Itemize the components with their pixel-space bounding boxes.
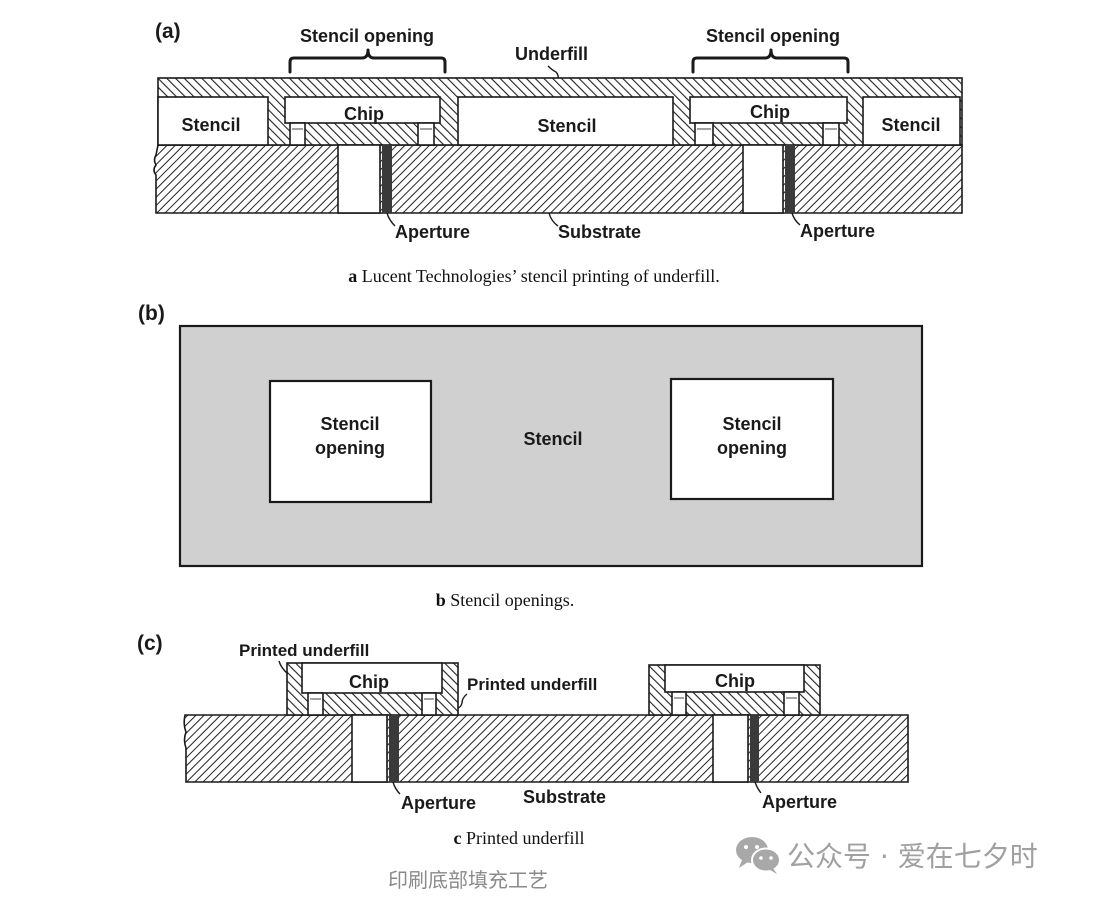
aperture-opening [337,144,381,214]
caption-c-letter: c [454,828,462,848]
aperture-label-c-right: Aperture [762,792,837,812]
stencil-label-right: Stencil [881,115,940,135]
stencil-opening-right [669,377,835,501]
footer: 印刷底部填充工艺 公众号 · 爱在七夕时 [388,837,1038,892]
stencil-label-b: Stencil [523,429,582,449]
stencil-block-right [862,96,961,146]
bump [307,692,324,716]
chip-label-c-right: Chip [715,671,755,691]
aperture-wall [382,145,392,213]
stencil-opening-brace-right [691,48,850,74]
opening-left-label-line2: opening [315,438,385,458]
caption-b: b Stencil openings. [436,590,575,610]
stencil-opening-brace-left [288,48,447,74]
caption-b-letter: b [436,590,446,610]
chinese-caption: 印刷底部填充工艺 [388,868,548,892]
printed-underfill-leader-right [457,693,468,709]
stencil-opening-label-right: Stencil opening [706,26,840,46]
stencil-label-center: Stencil [537,116,596,136]
substrate-a [153,144,963,214]
chip-label-c-left: Chip [349,672,389,692]
stencil-opening-label-left: Stencil opening [300,26,434,46]
aperture-label-left: Aperture [395,222,470,242]
aperture-leader-right [791,212,801,226]
stencil-opening-left [268,379,433,504]
aperture-wall [389,715,399,782]
aperture-opening [712,714,749,783]
panel-b-tag: (b) [138,302,165,325]
caption-c-text: Printed underfill [462,828,585,848]
aperture-wall [750,715,759,782]
chip-a-left [284,96,441,124]
caption-a: a Lucent Technologies’ stencil printing … [348,266,719,286]
aperture-label-right: Aperture [800,221,875,241]
aperture-label-c-left: Aperture [401,793,476,813]
substrate-label: Substrate [558,222,641,242]
substrate-leader [548,212,559,227]
aperture-opening [351,714,388,783]
aperture-c-left [351,714,399,783]
printed-underfill-label-right: Printed underfill [467,675,597,694]
watermark-text: 公众号 · 爱在七夕时 [787,840,1038,873]
stencil-block-left [157,96,269,146]
caption-a-letter: a [348,266,357,286]
underfill-label: Underfill [515,44,588,64]
bump [417,122,435,146]
caption-b-text: Stencil openings. [446,590,575,610]
aperture-wall [785,145,795,213]
aperture-opening [742,144,784,214]
caption-a-text: Lucent Technologies’ stencil printing of… [357,266,719,286]
panel-a: (a) Stencil opening Stencil opening Unde… [153,20,963,286]
bump [822,122,840,146]
chip-label-left: Chip [344,104,384,124]
aperture-leader-c-left [392,781,401,795]
aperture-a-right [742,144,795,214]
opening-left-label-line1: Stencil [320,414,379,434]
chip-c-left [301,662,443,694]
chip-label-right: Chip [750,102,790,122]
substrate-c [183,714,909,783]
aperture-a-left [337,144,392,214]
aperture-c-right [712,714,759,783]
panel-b: (b) Stencil opening Stencil Stencil open… [138,302,924,610]
caption-c: c Printed underfill [454,828,585,848]
panel-c-tag: (c) [137,632,163,655]
printed-underfill-leader-left [278,660,289,675]
chip-c-right [664,664,805,693]
opening-right-label-line2: opening [717,438,787,458]
printed-underfill-label-left: Printed underfill [239,641,369,660]
stencil-label-left: Stencil [181,115,240,135]
solder-bumps-a [289,122,840,146]
chip-a-right [689,96,848,124]
bump [289,122,306,146]
wechat-icon [736,837,781,874]
aperture-leader-c-right [754,781,762,794]
panel-a-tag: (a) [155,20,181,43]
panel-c: (c) Printed underfill Printed underfill [137,632,909,848]
bump [421,692,437,716]
aperture-leader-left [386,212,396,227]
bump [783,691,800,716]
substrate-label-c: Substrate [523,787,606,807]
opening-right-label-line1: Stencil [722,414,781,434]
bump [671,691,687,716]
stencil-block-center [457,96,674,146]
bump [694,122,714,146]
